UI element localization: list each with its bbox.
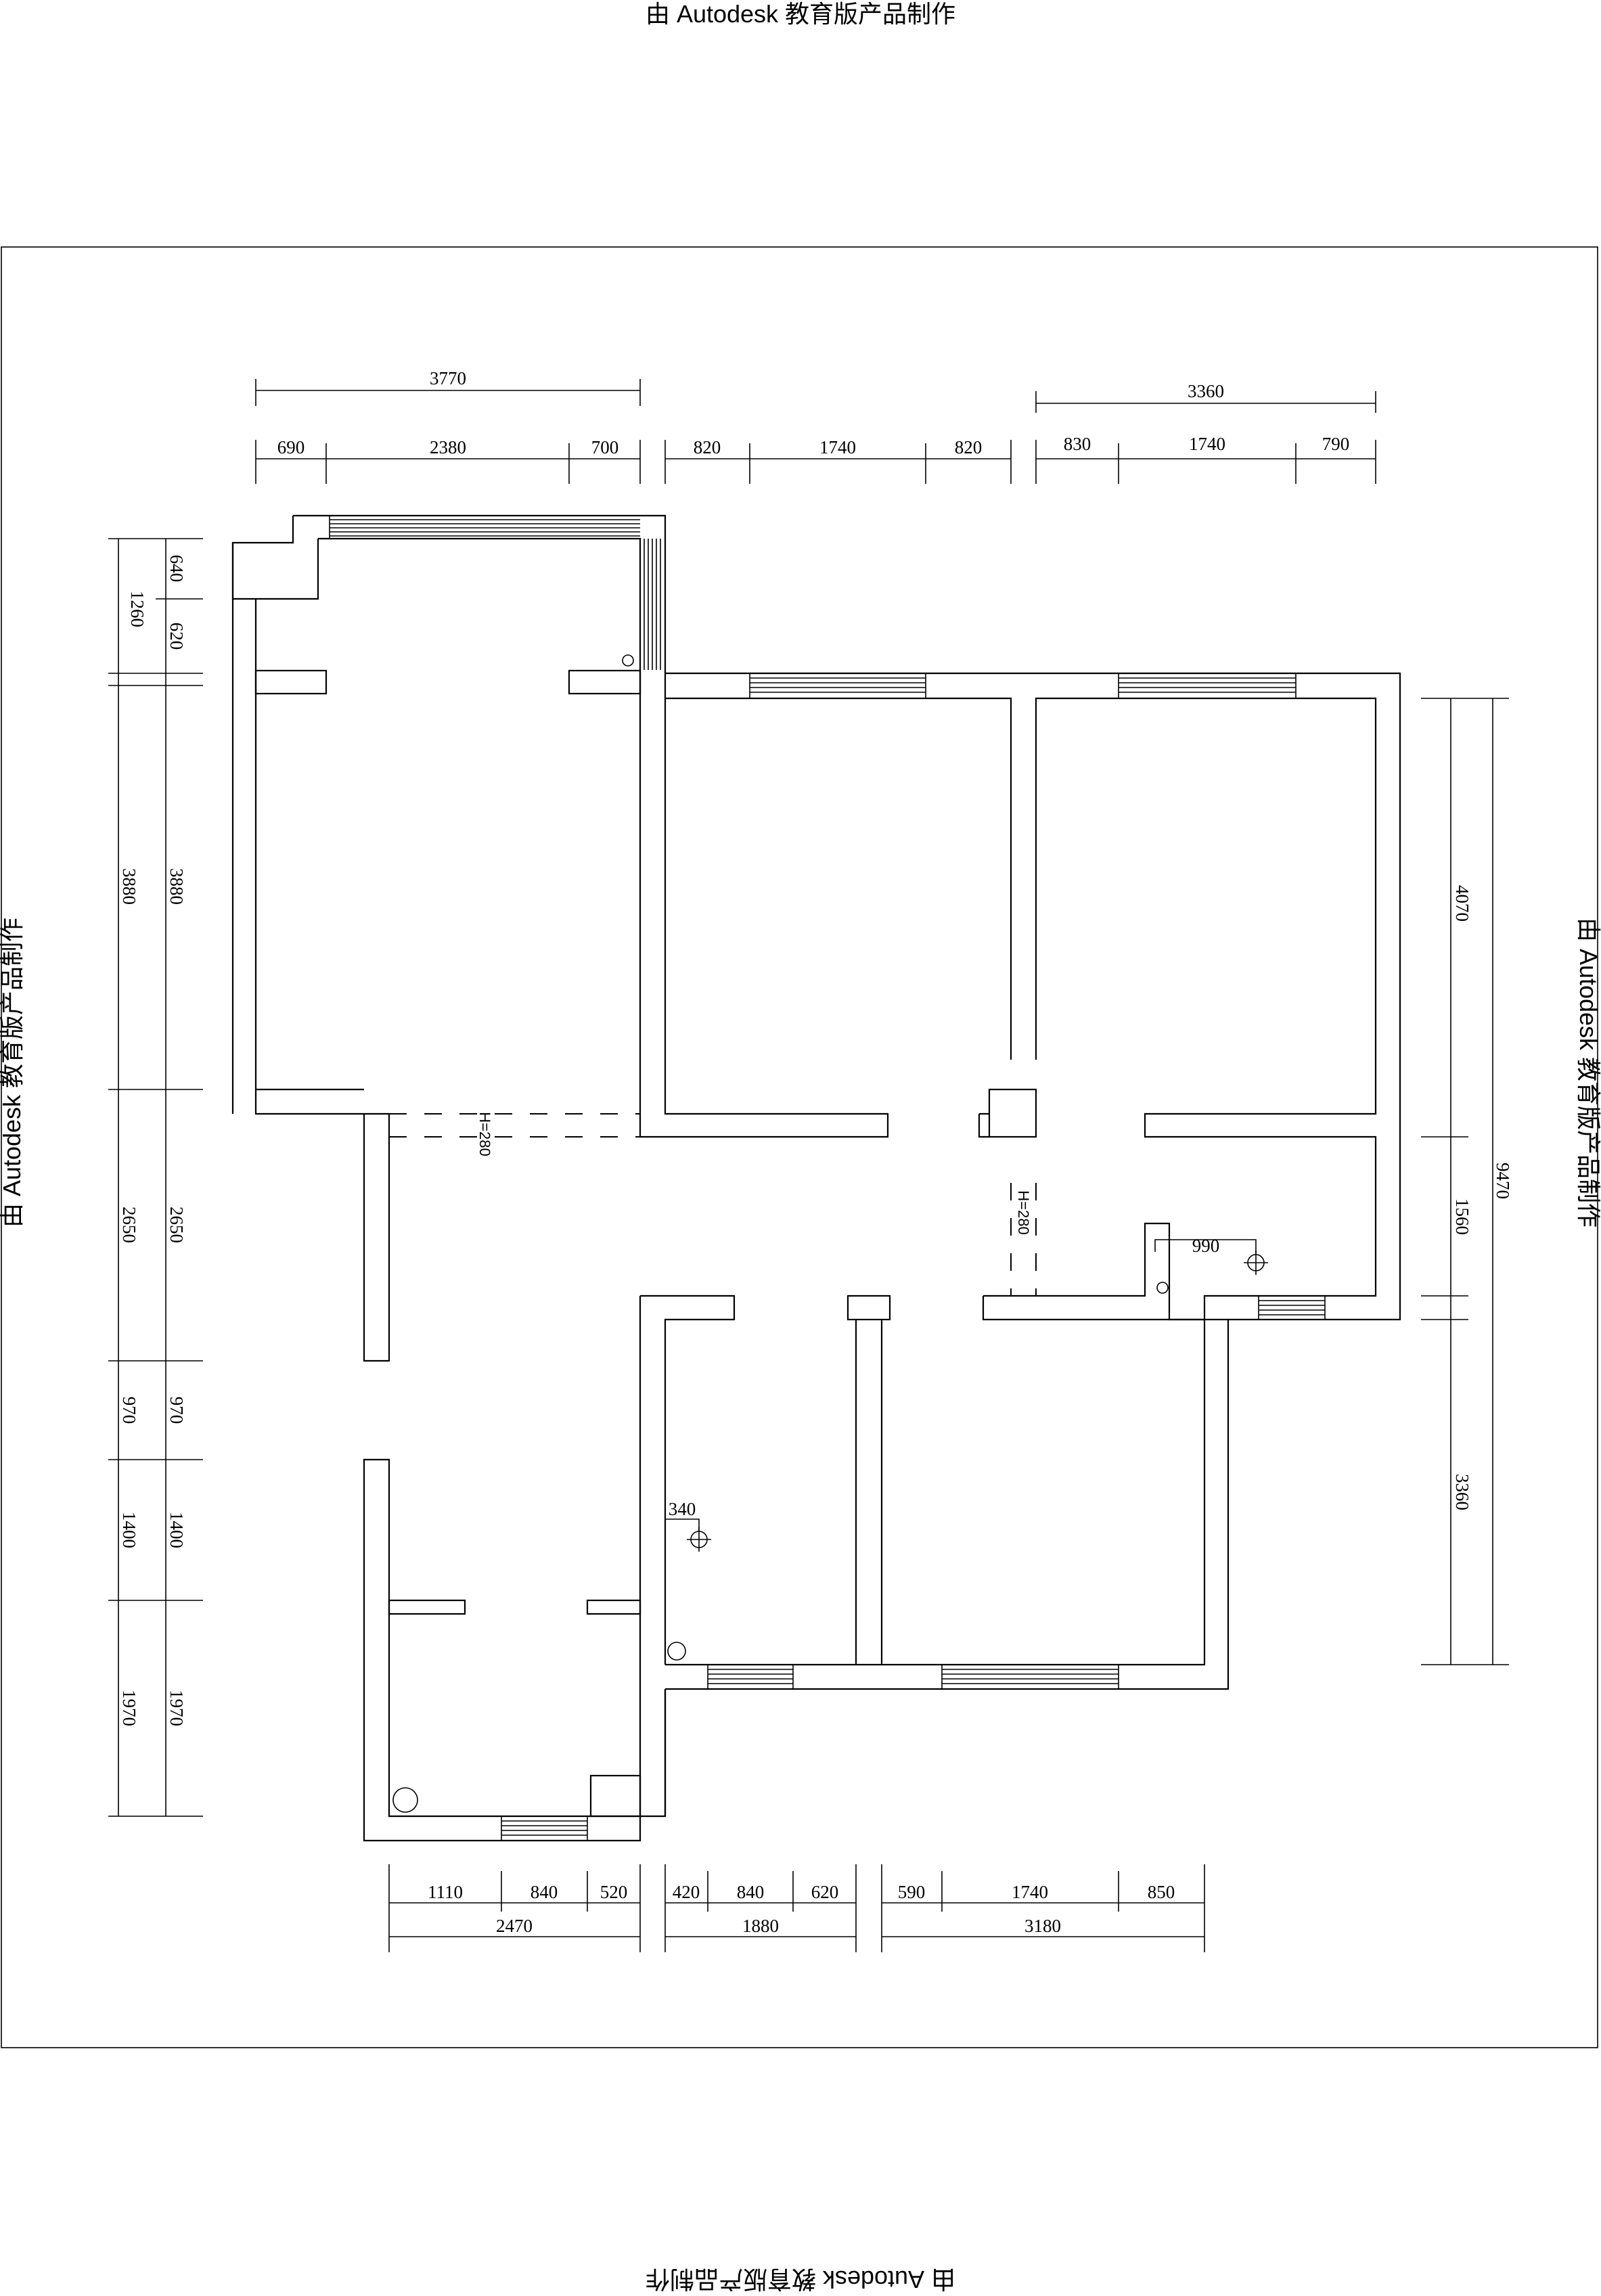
pipe-fixtures — [392, 654, 1268, 1813]
dim-right-seg-2: 1560 — [1452, 1198, 1472, 1235]
offset-dining-label: 340 — [669, 1499, 696, 1519]
dim-bottom-seg-2: 840 — [531, 1882, 558, 1902]
dim-bottom-seg-3: 520 — [600, 1882, 628, 1902]
drawing-frame — [1, 246, 1598, 2048]
dim-bottom-overall-2: 1880 — [742, 1916, 779, 1936]
dim-top-seg-3: 700 — [591, 437, 619, 457]
windows — [329, 516, 1326, 1841]
right-dimensions — [1421, 698, 1509, 1665]
top-dimensions — [255, 379, 1376, 484]
watermark-bottom: 由 Autodesk 教育版产品制作 — [646, 2266, 955, 2293]
dim-top-seg-8: 1740 — [1189, 434, 1225, 454]
pipe-circle-icon — [667, 1642, 686, 1661]
walls — [231, 514, 1401, 1842]
dim-top-seg-4: 820 — [694, 437, 721, 457]
dim-top-overall-right: 3360 — [1188, 381, 1224, 401]
dim-left-inner-1: 640 — [166, 555, 187, 583]
floor-drain-icon — [392, 1787, 418, 1813]
dim-bottom-overall-1: 2470 — [496, 1916, 533, 1936]
pipe-circle-icon — [1156, 1282, 1169, 1294]
window-bedroom3 — [941, 1665, 1119, 1689]
dim-left-outer-3: 2650 — [119, 1207, 139, 1243]
dim-bottom-seg-9: 850 — [1148, 1882, 1175, 1902]
dim-top-seg-5: 1740 — [819, 437, 856, 457]
watermark-top: 由 Autodesk 教育版产品制作 — [646, 0, 955, 28]
dim-left-inner-4: 2650 — [166, 1207, 187, 1243]
dim-left-outer-5: 1400 — [119, 1512, 139, 1548]
dim-right-seg-1: 4070 — [1452, 885, 1472, 922]
light-point-icon — [1154, 1239, 1268, 1275]
dim-left-inner-7: 1970 — [166, 1690, 187, 1726]
beam-height-left-label: H=280 — [476, 1112, 493, 1156]
dim-right-seg-3: 3360 — [1452, 1474, 1472, 1510]
dim-right-overall: 9470 — [1493, 1163, 1513, 1199]
window-top-left — [329, 516, 640, 539]
window-kitchen — [1258, 1296, 1326, 1320]
dim-bottom-seg-7: 590 — [898, 1882, 926, 1902]
dim-bottom-seg-8: 1740 — [1012, 1882, 1048, 1902]
dim-left-inner-3: 3880 — [166, 868, 187, 905]
light-point-icon — [665, 1518, 711, 1552]
dim-top-seg-9: 790 — [1322, 434, 1350, 454]
dim-left-inner-2: 620 — [166, 623, 187, 650]
watermark-right: 由 Autodesk 教育版产品制作 — [1575, 918, 1601, 1228]
window-dining — [707, 1665, 794, 1689]
window-bedroom2 — [1118, 673, 1296, 698]
pipe-circle-icon — [622, 654, 634, 667]
bottom-dimensions — [388, 1864, 1205, 1952]
dim-bottom-seg-4: 420 — [673, 1882, 700, 1902]
dim-left-outer-1: 1260 — [127, 591, 148, 627]
dim-bottom-overall-3: 3180 — [1024, 1916, 1061, 1936]
beam-lines — [389, 1113, 1037, 1296]
window-bedroom1 — [749, 673, 926, 698]
dim-left-outer-4: 970 — [119, 1397, 139, 1424]
dim-bottom-seg-6: 620 — [811, 1882, 839, 1902]
dim-bottom-seg-1: 1110 — [428, 1882, 463, 1902]
beam-height-right-label: H=280 — [1015, 1190, 1032, 1234]
window-bathroom — [501, 1816, 588, 1841]
dim-left-outer-6: 1970 — [119, 1690, 139, 1726]
dim-left-inner-6: 1400 — [166, 1512, 187, 1548]
offset-kitchen-label: 990 — [1192, 1236, 1220, 1256]
watermark-left: 由 Autodesk 教育版产品制作 — [0, 918, 26, 1228]
dim-left-outer-2: 3880 — [119, 868, 139, 905]
dim-left-inner-5: 970 — [166, 1397, 187, 1424]
dim-top-overall-left: 3770 — [430, 368, 466, 388]
dim-top-seg-1: 690 — [277, 437, 305, 457]
window-left-vertical — [644, 539, 661, 670]
dim-top-seg-7: 830 — [1064, 434, 1091, 454]
dim-top-seg-6: 820 — [955, 437, 983, 457]
dim-bottom-seg-5: 840 — [737, 1882, 765, 1902]
dim-top-seg-2: 2380 — [430, 437, 466, 457]
left-dimensions — [108, 538, 203, 1817]
